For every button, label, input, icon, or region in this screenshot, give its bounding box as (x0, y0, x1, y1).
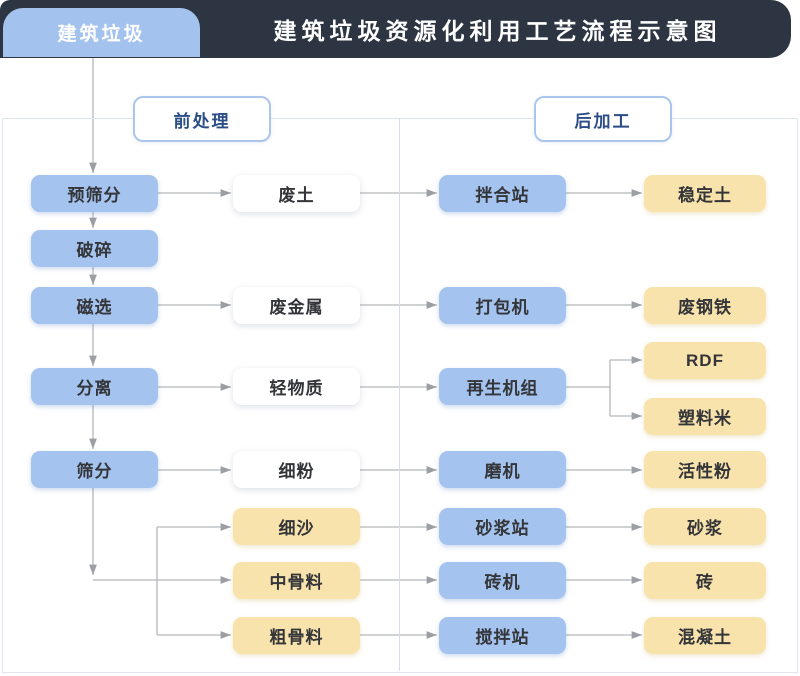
page-title: 建筑垃圾资源化利用工艺流程示意图 (273, 18, 722, 44)
node-mill: 磨机 (439, 451, 566, 488)
node-crushing: 破碎 (31, 230, 158, 267)
node-waste-soil: 废土 (233, 175, 360, 212)
node-light-material: 轻物质 (233, 368, 360, 405)
node-mixing-plant: 拌合站 (439, 175, 566, 212)
section-label-pre-processing: 前处理 (133, 96, 271, 142)
node-pre-screening: 预筛分 (31, 175, 158, 212)
node-separation: 分离 (31, 368, 158, 405)
node-rdf: RDF (644, 342, 766, 379)
node-stirring-plant: 搅拌站 (439, 617, 566, 654)
node-brick: 砖 (644, 562, 766, 599)
node-fine-powder: 细粉 (233, 451, 360, 488)
node-stabilized-soil: 稳定土 (644, 175, 766, 212)
source-tab-label: 建筑垃圾 (57, 24, 146, 45)
node-waste-metal: 废金属 (233, 287, 360, 324)
node-regeneration-unit: 再生机组 (439, 368, 566, 405)
node-baler: 打包机 (439, 287, 566, 324)
node-concrete: 混凝土 (644, 617, 766, 654)
source-tab: 建筑垃圾 (3, 8, 200, 57)
node-active-powder: 活性粉 (644, 451, 766, 488)
node-medium-aggregate: 中骨料 (233, 562, 360, 599)
section-divider (399, 118, 400, 671)
section-label-post-processing: 后加工 (534, 96, 672, 142)
node-scrap-steel: 废钢铁 (644, 287, 766, 324)
node-brick-machine: 砖机 (439, 562, 566, 599)
node-mortar: 砂浆 (644, 508, 766, 545)
node-coarse-aggregate: 粗骨料 (233, 617, 360, 654)
node-magnetic-separation: 磁选 (31, 287, 158, 324)
node-plastic-pellets: 塑料米 (644, 398, 766, 435)
content-frame (2, 118, 798, 673)
node-fine-sand: 细沙 (233, 508, 360, 545)
node-screening: 筛分 (31, 451, 158, 488)
node-mortar-plant: 砂浆站 (439, 508, 566, 545)
